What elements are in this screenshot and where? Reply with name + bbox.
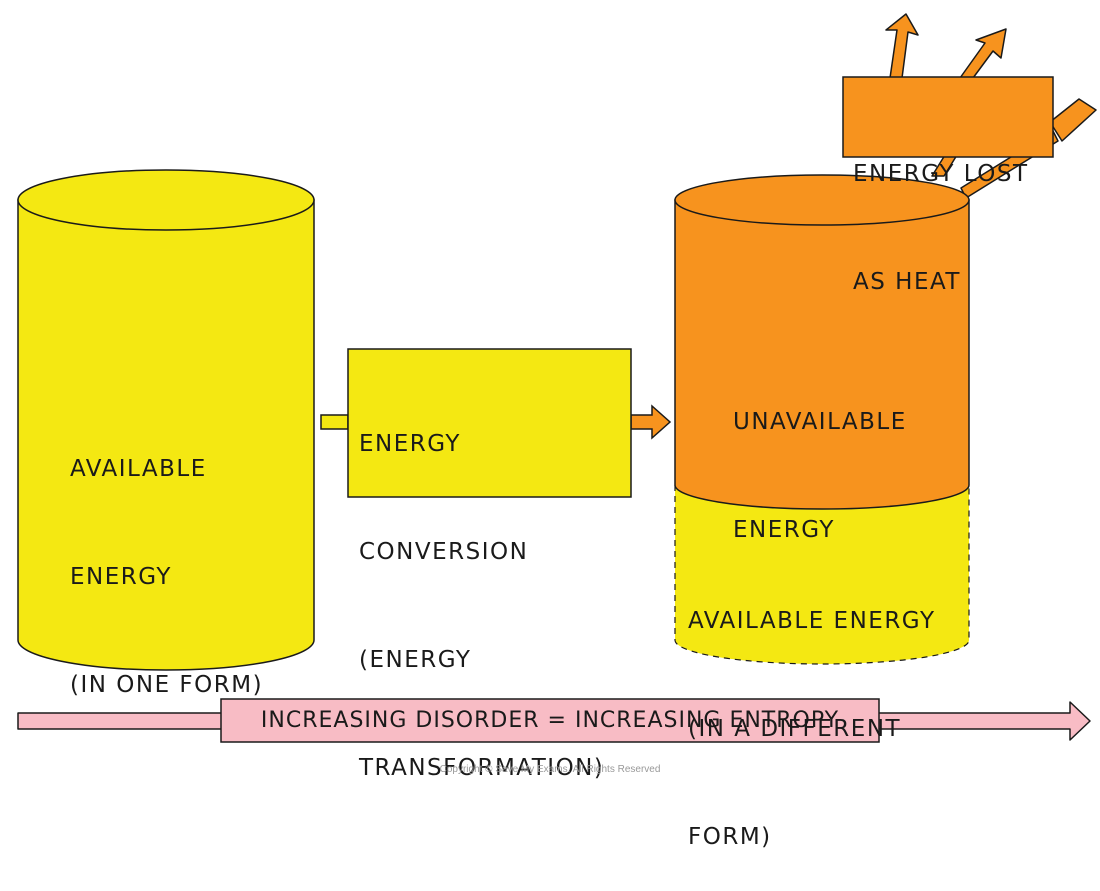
conversion-box <box>347 348 632 498</box>
unavailable-energy-section <box>674 174 970 510</box>
available-energy-label: AVAILABLE ENERGY (IN ONE FORM) <box>70 379 263 739</box>
unavailable-line-1: UNAVAILABLE <box>733 409 907 435</box>
available-line-1: AVAILABLE <box>70 456 207 482</box>
conversion-line-3: (ENERGY <box>359 647 472 673</box>
different-form-line-2: (IN A DIFFERENT <box>688 716 902 742</box>
conversion-line-4: TRANSFORMATION) <box>359 755 605 781</box>
different-form-line-3: FORM) <box>688 824 772 850</box>
heat-line-2: AS HEAT <box>853 269 961 295</box>
heat-box <box>842 76 1054 158</box>
available-different-form-section <box>674 484 970 665</box>
available-energy-cylinder <box>17 169 315 671</box>
conversion-line-1: ENERGY <box>359 431 461 457</box>
energy-entropy-diagram <box>17 13 1097 743</box>
available-line-2: ENERGY <box>70 564 172 590</box>
entropy-label: INCREASING DISORDER = INCREASING ENTROPY <box>260 708 840 733</box>
unavailable-energy-label: UNAVAILABLE ENERGY <box>733 332 907 584</box>
copyright-notice: Copyright © Save My Exams. All Rights Re… <box>439 764 661 775</box>
conversion-arrow <box>320 404 672 440</box>
different-form-line-1: AVAILABLE ENERGY <box>688 608 936 634</box>
unavailable-line-2: ENERGY <box>733 517 835 543</box>
heat-label: ENERGY LOST AS HEAT <box>853 84 1029 336</box>
conversion-label: ENERGY CONVERSION (ENERGY TRANSFORMATION… <box>359 354 604 822</box>
conversion-line-2: CONVERSION <box>359 539 529 565</box>
entropy-arrow <box>17 698 1091 743</box>
heat-line-1: ENERGY LOST <box>853 161 1029 187</box>
available-line-3: (IN ONE FORM) <box>70 672 264 698</box>
